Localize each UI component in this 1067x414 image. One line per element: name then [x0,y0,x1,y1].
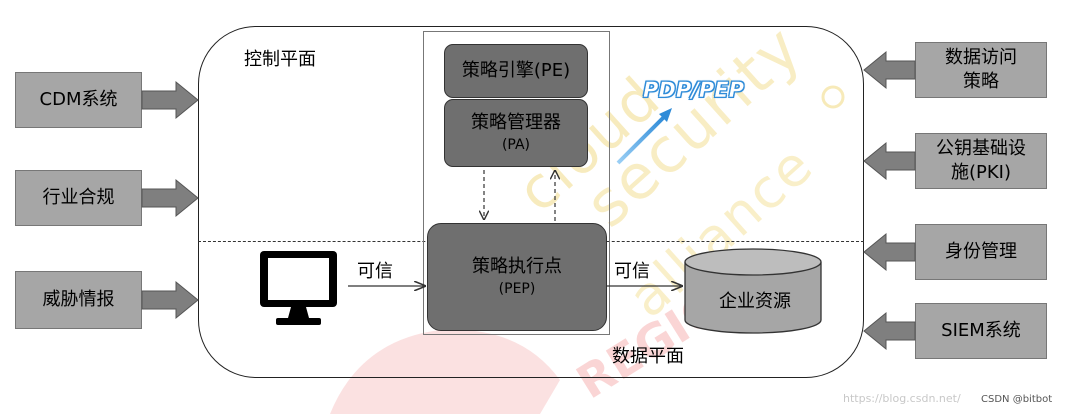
footer-url: https://blog.csdn.net/ [843,392,961,405]
right-input-label: SIEM系统 [941,319,1021,341]
right-input-siem: SIEM系统 [915,303,1047,359]
left-input-label: 行业合规 [42,186,115,208]
left-arrow-cdm [141,80,199,120]
right-input-pki: 公钥基础设 施(PKI) [915,133,1047,189]
policy-administrator-name: 策略管理器 [471,112,561,134]
policy-enforcement-point-box: 策略执行点 (PEP) [427,223,607,331]
policy-engine-box: 策略引擎(PE) [444,44,588,98]
trusted-left-label: 可信 [357,261,393,282]
monitor-icon [260,251,337,325]
left-input-cdm: CDM系统 [15,72,142,128]
right-input-line2: 施(PKI) [950,162,1011,183]
left-input-threat-intel: 威胁情报 [15,271,142,329]
pep-abbr: (PEP) [498,280,536,297]
control-plane-label: 控制平面 [244,49,316,70]
pdp-pep-column [423,31,610,335]
database-cylinder-icon [684,248,822,334]
architecture-frame [198,26,864,378]
trusted-right-label: 可信 [614,261,650,282]
right-input-line2: 策略 [963,71,999,92]
right-input-data-access-policy: 数据访问 策略 [915,42,1047,98]
right-arrow-data-access-policy [863,50,916,90]
pdp-pep-annotation: PDP/PEP [643,78,745,103]
right-input-identity-management: 身份管理 [915,224,1047,280]
policy-administrator-abbr: (PA) [501,136,531,153]
right-input-line1: 公钥基础设 [936,137,1026,159]
pdp-pep-arrow-icon [616,108,672,165]
left-input-compliance: 行业合规 [15,170,142,226]
right-input-line1: 数据访问 [945,46,1017,68]
right-input-label: 身份管理 [945,240,1017,262]
policy-administrator-box: 策略管理器 (PA) [444,99,588,167]
left-arrow-threat-intel [141,280,199,320]
watermark-logo-shape [330,329,560,414]
right-arrow-siem [863,311,916,351]
data-plane-label: 数据平面 [612,346,684,367]
enterprise-resource-label: 企业资源 [719,291,791,312]
left-input-label: 威胁情报 [42,288,115,310]
watermark-registered-icon [821,85,845,109]
pep-name: 策略执行点 [472,256,562,278]
policy-engine-label: 策略引擎(PE) [461,59,571,81]
left-input-label: CDM系统 [39,88,118,110]
right-arrow-identity-management [863,232,916,272]
footer-credit: CSDN @bitbot [978,394,1056,405]
left-arrow-compliance [141,178,199,218]
right-arrow-pki [863,141,916,181]
